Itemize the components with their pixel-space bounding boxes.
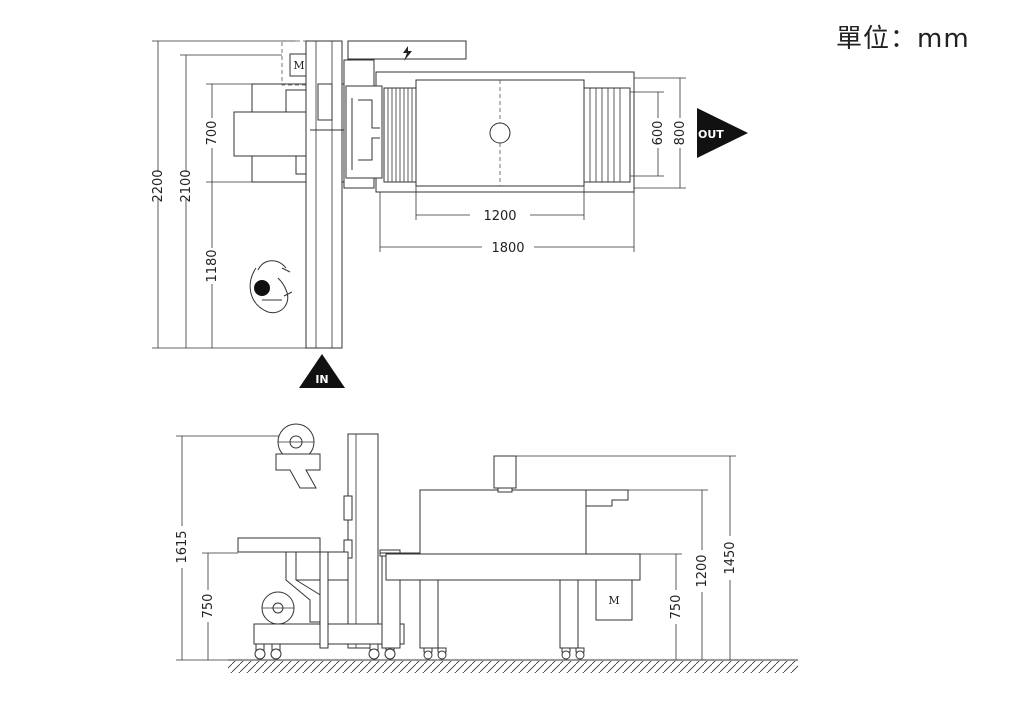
dim-1200-side-text: 1200 [695, 554, 710, 587]
lightning-icon [403, 46, 412, 61]
unit-label: 單位：mm [836, 24, 970, 54]
dim-1200-side: 1200 [628, 489, 710, 660]
out-arrow-icon: OUT [697, 108, 748, 158]
motor-label-top: M [293, 59, 304, 72]
shrink-tunnel-side: M [385, 455, 641, 649]
roller-right [583, 87, 631, 183]
dim-1615-text: 1615 [175, 530, 190, 563]
in-arrow-icon: IN [299, 354, 345, 388]
wheels-right [423, 647, 585, 660]
shrink-tunnel-top [345, 71, 635, 193]
roller-left [383, 87, 417, 183]
sealer-base [237, 537, 405, 649]
dim-700: 700 [205, 83, 252, 183]
dim-600-text: 600 [651, 121, 666, 146]
dim-700-text: 700 [205, 121, 220, 146]
out-label: OUT [698, 128, 724, 141]
dim-1800: 1800 [379, 192, 635, 256]
dim-1450-text: 1450 [723, 541, 738, 574]
operator-icon [249, 260, 293, 314]
in-label: IN [315, 373, 328, 386]
dim-750-right: 750 [640, 553, 684, 660]
top-view: 2200 2100 700 1180 M [151, 40, 748, 388]
sealer-frame [343, 433, 379, 649]
dim-600: 600 [630, 91, 666, 177]
dim-800: 800 [634, 77, 688, 189]
dim-1180-text: 1180 [205, 249, 220, 282]
dim-2200: 2200 [151, 40, 306, 349]
dim-2100-text: 2100 [179, 169, 194, 202]
infeed-conveyor [305, 40, 348, 349]
dim-2200-text: 2200 [151, 169, 166, 202]
dim-750-right-text: 750 [669, 595, 684, 620]
dim-1200-text: 1200 [483, 209, 516, 224]
fan-circle [489, 122, 511, 144]
dim-750-left-text: 750 [201, 594, 216, 619]
dim-750-left: 750 [201, 552, 238, 660]
dim-2100: 2100 [179, 54, 282, 348]
side-view: 1615 750 [175, 423, 798, 673]
dim-800-text: 800 [673, 121, 688, 146]
dim-1615: 1615 [175, 435, 282, 661]
film-roll-top [275, 423, 321, 489]
ground-line [228, 659, 798, 673]
dim-1200: 1200 [415, 186, 585, 224]
dim-1450: 1450 [516, 455, 738, 660]
motor-label-side: M [608, 594, 619, 607]
dim-1180: 1180 [205, 182, 220, 348]
dim-1800-text: 1800 [491, 241, 524, 256]
